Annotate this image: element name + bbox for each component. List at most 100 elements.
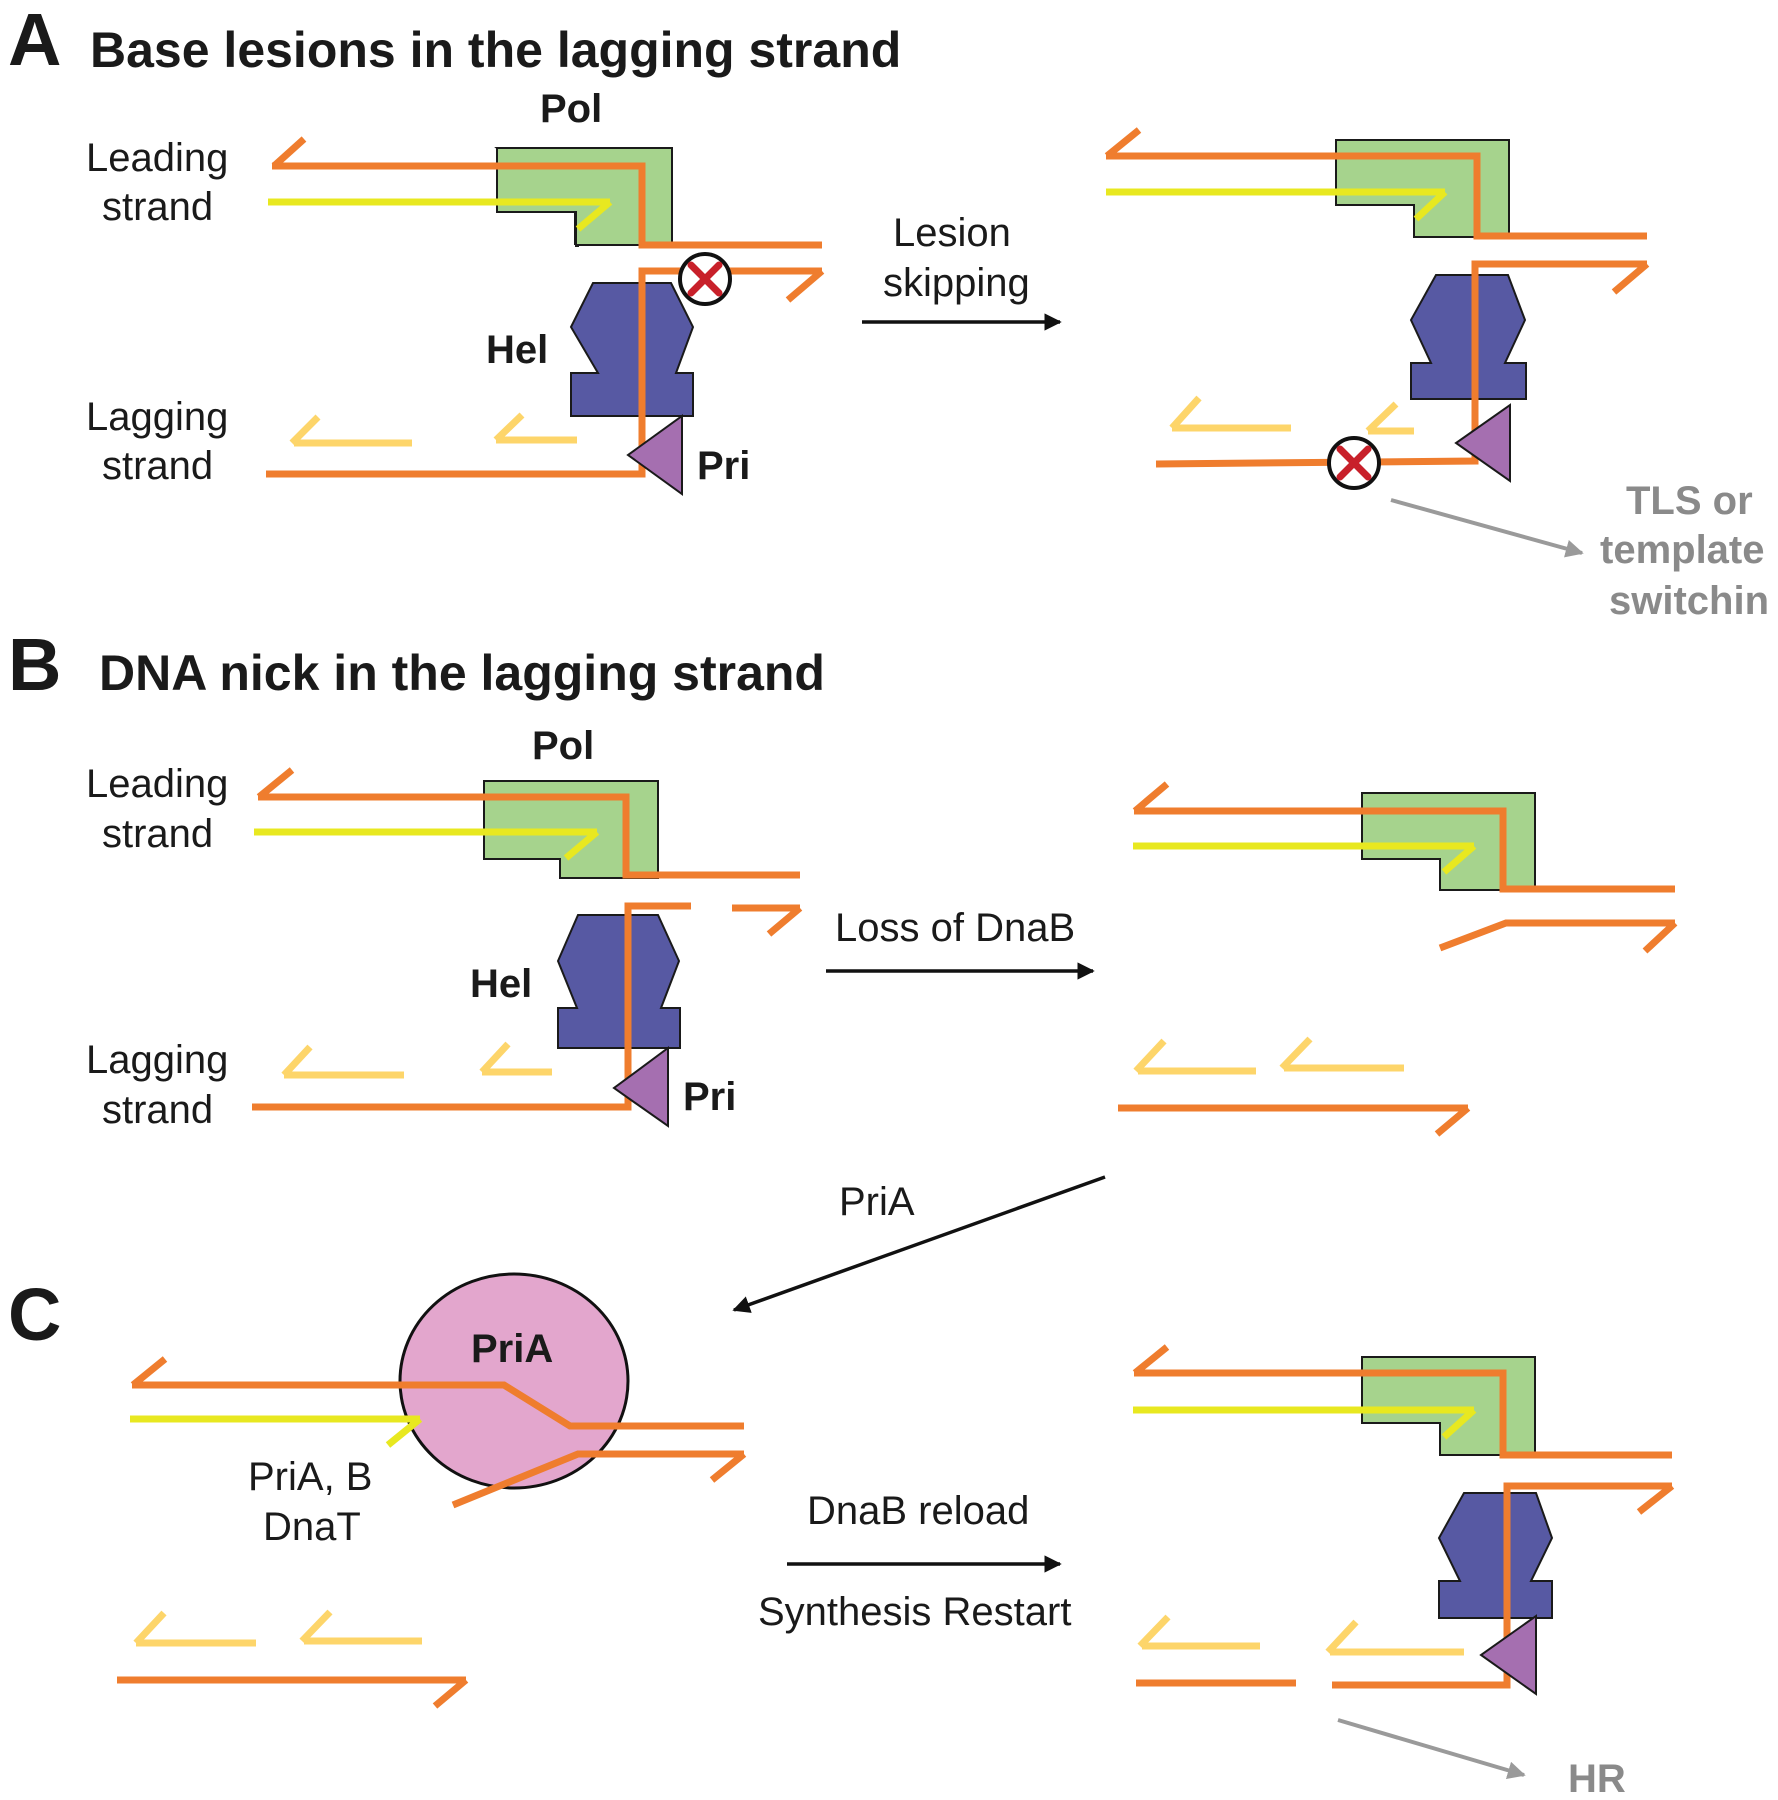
lagging-strand-label: Lagging [86, 395, 228, 439]
leading-strand-label: Leading [86, 762, 228, 806]
strand-arrowhead [1642, 920, 1678, 954]
lagging-strand-label: strand [102, 1088, 213, 1132]
primase [1479, 1614, 1537, 1696]
panel-b-letter: B [8, 623, 61, 706]
lagging-parental-strand [1438, 919, 1675, 952]
strand-arrowhead [1441, 843, 1477, 875]
lagging-strand-label: strand [102, 444, 213, 488]
leading-parental-strand [132, 1381, 744, 1430]
strand-arrowhead [1137, 1614, 1171, 1649]
strand-arrowhead [299, 1609, 333, 1644]
step-label: Synthesis Restart [758, 1590, 1071, 1634]
strand-arrowhead [709, 1451, 747, 1483]
pol-label: Pol [532, 724, 594, 768]
strand-arrowhead [479, 1041, 511, 1075]
strand-arrowhead [785, 268, 825, 303]
panel-c-pria-complex: PriA PriA, B DnaT [117, 1272, 747, 1709]
panel-a-fork-after: TLS or template switchin [1104, 127, 1769, 623]
strand-arrowhead [1611, 261, 1650, 295]
leading-parental-strand [1134, 1369, 1672, 1459]
strand-arrowhead [1434, 1105, 1471, 1137]
strand-arrowhead [1279, 1036, 1313, 1071]
panel-b-fork-after [1118, 781, 1678, 1137]
panel-a-title: Base lesions in the lagging strand [90, 22, 901, 78]
loss-of-dnab-step: Loss of DnaB [826, 906, 1095, 980]
strand-arrowhead [1132, 1344, 1170, 1376]
helicase [1437, 1492, 1554, 1619]
lagging-parental-strand [252, 902, 691, 1111]
panel-a: A Base lesions in the lagging strand Pol… [8, 0, 1769, 623]
strand-arrowhead [1636, 1483, 1675, 1515]
helicase [1409, 274, 1527, 400]
hel-label: Hel [486, 328, 548, 372]
step-label: skipping [883, 261, 1030, 305]
panel-b-fork-before: Pol Leading strand Lagging strand Hel Pr… [86, 724, 803, 1132]
panel-c: C PriA PriA, B DnaT DnaB reload Synthesi… [8, 1272, 1675, 1800]
helicase [569, 282, 695, 417]
panel-c-restarted-fork: HR [1132, 1344, 1675, 1800]
leading-strand-label: strand [102, 812, 213, 856]
lesion-icon [678, 252, 732, 306]
leading-parental-strand [1134, 807, 1675, 893]
pri-label: Pri [697, 444, 750, 488]
step-label: PriA [839, 1180, 915, 1224]
strand-arrowhead [1441, 1407, 1477, 1440]
step-label: Lesion [893, 211, 1011, 255]
outcome-label: HR [1568, 1757, 1626, 1800]
pria-protein [398, 1272, 630, 1490]
dnab-reload-step: DnaB reload Synthesis Restart [758, 1489, 1071, 1634]
lagging-parental-strand [1155, 260, 1647, 468]
lagging-strand-label: Lagging [86, 1038, 228, 1082]
leading-strand-label: strand [102, 185, 213, 229]
outcome-label: switchin [1609, 579, 1769, 623]
strand-arrowhead [575, 199, 613, 232]
step-arrow [732, 1175, 1106, 1313]
panel-b-title: DNA nick in the lagging strand [99, 645, 825, 701]
strand-arrowhead [766, 905, 803, 937]
polymerase [496, 147, 673, 246]
outcome-label: TLS or [1626, 479, 1753, 523]
strand-arrowhead [271, 136, 307, 169]
pria-label: PriA [471, 1327, 553, 1371]
panel-c-letter: C [8, 1273, 61, 1356]
strand-arrowhead [1325, 1619, 1359, 1655]
panel-a-letter: A [8, 0, 61, 81]
strand-arrowhead [432, 1677, 469, 1709]
outcome-arrow [1337, 1718, 1526, 1780]
lesion-icon [1327, 436, 1381, 490]
strand-arrowhead [563, 829, 600, 861]
strand-arrowhead [133, 1610, 167, 1646]
helicase [556, 914, 681, 1049]
primase [626, 414, 683, 496]
lesion-skipping-step: Lesion skipping [862, 211, 1062, 331]
leading-parental-strand [272, 162, 822, 249]
lagging-parental-strand [1332, 1482, 1672, 1689]
leading-parental-strand [1106, 152, 1647, 240]
polymerase [1361, 1356, 1536, 1456]
primase [1454, 403, 1511, 483]
lagging-parental-strand [266, 267, 822, 478]
strand-arrowhead [493, 412, 525, 443]
step-label: DnaB reload [807, 1489, 1029, 1533]
pol-label: Pol [540, 87, 602, 131]
leading-strand-label: Leading [86, 136, 228, 180]
strand-arrowhead [1413, 189, 1448, 222]
panel-b: B DNA nick in the lagging strand Pol Lea… [8, 623, 1678, 1313]
panel-a-fork-before: Pol Leading strand Lagging strand Hel [86, 87, 825, 496]
factors-label: PriA, B [248, 1455, 372, 1499]
step-label: Loss of DnaB [835, 906, 1075, 950]
lagging-parental-strand [451, 1450, 744, 1509]
strand-arrowhead [1132, 781, 1170, 814]
hel-label: Hel [470, 962, 532, 1006]
outcome-label: template [1600, 528, 1765, 572]
strand-arrowhead [1104, 127, 1142, 159]
strand-arrowhead [1133, 1038, 1167, 1074]
outcome-arrow [1390, 498, 1584, 558]
strand-arrowhead [256, 767, 295, 800]
pria-step: PriA [732, 1175, 1106, 1313]
factors-label: DnaT [263, 1505, 361, 1549]
strand-arrowhead [385, 1416, 423, 1448]
strand-arrowhead [1169, 395, 1202, 431]
pri-label: Pri [683, 1075, 736, 1119]
